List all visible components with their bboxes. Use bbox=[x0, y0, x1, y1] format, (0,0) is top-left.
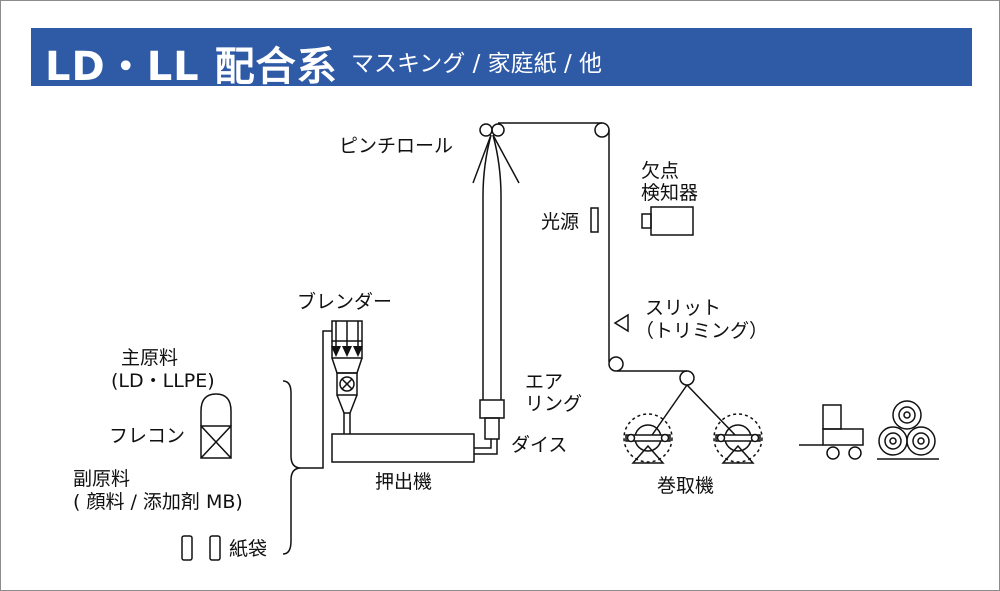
paper-bag-label: 紙袋 bbox=[229, 538, 268, 560]
defect-detector-label-line1: 欠点 bbox=[641, 160, 680, 182]
winder-left-icon bbox=[623, 413, 673, 464]
light-source-label: 光源 bbox=[541, 211, 580, 233]
main-material-label-line2: (LD・LLPE) bbox=[111, 370, 215, 392]
air-ring-label-line2: リング bbox=[525, 393, 583, 415]
flexible-container-icon bbox=[200, 393, 232, 459]
paper-bag-icon bbox=[181, 535, 221, 561]
slit-label-line1: スリット bbox=[645, 297, 722, 319]
blender-label: ブレンダー bbox=[297, 291, 393, 313]
slit-icon bbox=[613, 313, 629, 333]
title-banner: LD・LL 配合系 マスキング / 家庭紙 / 他 bbox=[31, 28, 972, 90]
flexible-container-label: フレコン bbox=[109, 425, 186, 447]
extruder-label: 押出機 bbox=[375, 471, 433, 493]
feed-line bbox=[301, 330, 332, 469]
winder-label: 巻取機 bbox=[657, 475, 715, 497]
page-title: LD・LL 配合系 bbox=[45, 44, 338, 90]
forklift-icon bbox=[799, 404, 864, 460]
air-ring-label-line1: エア bbox=[525, 371, 564, 393]
slit-label-line2: （トリミング） bbox=[635, 320, 769, 342]
film-rolls-icon bbox=[877, 400, 939, 460]
extruder-icon bbox=[331, 433, 498, 463]
material-group-brace bbox=[282, 380, 302, 555]
pinch-roll-label: ピンチロール bbox=[339, 135, 454, 157]
pinch-roll-icon bbox=[479, 123, 505, 137]
sub-material-label-line2: ( 顔料 / 添加剤 MB) bbox=[73, 491, 243, 513]
light-source-icon bbox=[590, 207, 599, 233]
page-subtitle: マスキング / 家庭紙 / 他 bbox=[351, 51, 603, 77]
film-bubble bbox=[472, 134, 520, 400]
die-label: ダイス bbox=[511, 434, 568, 456]
die-icon bbox=[479, 399, 505, 440]
defect-detector-label-line2: 検知器 bbox=[641, 182, 699, 204]
defect-detector-icon bbox=[641, 206, 694, 236]
blender-feed-arrows bbox=[335, 321, 359, 349]
winder-right-icon bbox=[713, 413, 763, 464]
sub-material-label-line1: 副原料 bbox=[73, 468, 131, 490]
main-material-label-line1: 主原料 bbox=[121, 347, 179, 369]
blender-icon bbox=[331, 320, 363, 434]
